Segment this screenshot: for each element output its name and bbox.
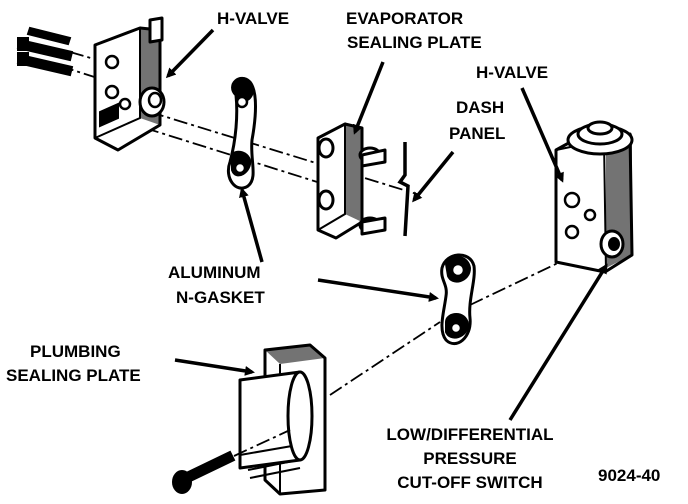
- evaporator-sealing-plate: [316, 122, 387, 240]
- label-dash-line1: DASH: [456, 98, 504, 117]
- bolts-top-left: [16, 26, 74, 77]
- h-valve-right: [554, 120, 634, 274]
- label-gasket-line1: ALUMINUM: [168, 263, 261, 282]
- n-gasket-upper: [227, 76, 257, 190]
- label-gasket-line2: N-GASKET: [176, 288, 265, 307]
- label-plumbing-line2: SEALING PLATE: [6, 366, 141, 385]
- plumbing-sealing-plate: [238, 343, 327, 496]
- label-switch-line1: LOW/DIFFERENTIAL: [386, 425, 553, 444]
- label-dash-line2: PANEL: [449, 124, 505, 143]
- figure-number: 9024-40: [598, 466, 660, 485]
- label-plumbing-line1: PLUMBING: [30, 342, 121, 361]
- dash-panel: [397, 142, 410, 237]
- leader-arrows: [165, 28, 608, 421]
- label-h-valve-top: H-VALVE: [217, 9, 289, 28]
- n-gasket-lower: [440, 253, 476, 346]
- label-evaporator-line1: EVAPORATOR: [346, 9, 463, 28]
- bolt-lower-left: [172, 429, 291, 494]
- label-switch-line3: CUT-OFF SWITCH: [397, 473, 542, 492]
- label-h-valve-right: H-VALVE: [476, 63, 548, 82]
- label-evaporator-line2: SEALING PLATE: [347, 33, 482, 52]
- h-valve-left: [93, 16, 166, 152]
- label-switch-line2: PRESSURE: [423, 449, 517, 468]
